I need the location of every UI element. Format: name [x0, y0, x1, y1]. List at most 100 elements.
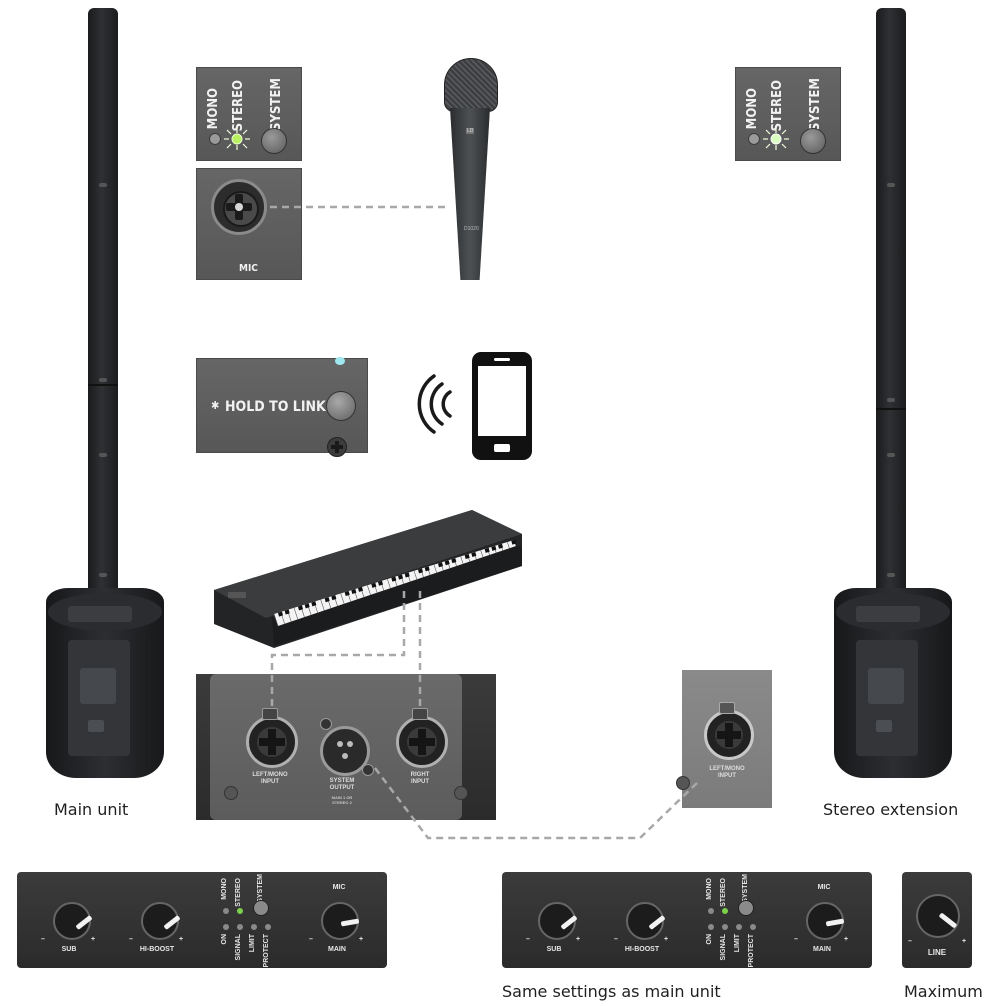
system-button[interactable]: [253, 900, 269, 916]
combo-jack[interactable]: [211, 179, 267, 235]
black-key: [424, 566, 430, 572]
white-key-divider: [293, 607, 299, 620]
main-label: MAIN: [328, 946, 346, 953]
mic-label: MIC: [239, 263, 258, 274]
line-knob-panel: LINE – +: [902, 872, 972, 968]
on-label: ON: [706, 934, 713, 945]
microphone: LD D1020: [440, 58, 500, 282]
mono-led: [223, 908, 229, 914]
black-key: [418, 568, 423, 574]
black-key: [351, 588, 357, 594]
maximum-caption: Maximum: [904, 982, 983, 1001]
screw-icon: [362, 764, 374, 776]
on-label: ON: [221, 934, 228, 945]
protect-led: [750, 924, 756, 930]
main-unit-speaker: [40, 8, 170, 788]
sub-knob[interactable]: [53, 902, 93, 940]
main-minus: –: [794, 936, 798, 943]
limit-led: [251, 924, 257, 930]
right-input-label-2: INPUT: [411, 779, 429, 785]
white-key-divider: [480, 550, 484, 558]
black-key: [398, 574, 403, 580]
hi-boost-knob[interactable]: [141, 902, 181, 940]
white-key-divider: [387, 578, 391, 589]
white-key-divider: [320, 599, 325, 611]
mono-led: [209, 133, 221, 145]
line-knob[interactable]: [916, 894, 960, 938]
hold-to-link-label: HOLD TO LINK: [225, 399, 326, 415]
signal-label: SIGNAL: [720, 934, 727, 961]
mono-led: [748, 133, 760, 145]
white-key-divider: [433, 564, 437, 573]
stereo-extension-caption: Stereo extension: [823, 800, 959, 819]
screw-icon: [320, 718, 332, 730]
system-output-label-1: SYSTEM: [329, 778, 355, 784]
hi-boost-knob[interactable]: [626, 902, 666, 940]
white-key-divider: [273, 613, 279, 627]
black-key: [344, 591, 350, 597]
extension-input-label-1: LEFT/MONO: [709, 766, 745, 772]
sub-knob[interactable]: [538, 902, 578, 940]
screw-icon: [224, 786, 238, 800]
system-button[interactable]: [261, 128, 287, 154]
stereo-led: [763, 128, 789, 150]
main-knob[interactable]: [806, 902, 845, 940]
left-mono-input-jack[interactable]: [246, 716, 298, 768]
signal-label: SIGNAL: [235, 934, 242, 961]
hi-boost-plus: +: [179, 936, 184, 943]
limit-label: LIMIT: [734, 934, 741, 953]
black-key: [471, 551, 477, 557]
stereo-label: STEREO: [720, 878, 727, 907]
system-output-jack[interactable]: [320, 726, 370, 776]
system-label: SYSTEM: [742, 874, 749, 903]
system-label: SYSTEM: [257, 874, 264, 903]
main-minus: –: [309, 936, 313, 943]
stereo-extension-speaker: [828, 8, 958, 788]
mic-model: D1020: [464, 226, 479, 232]
main-knob[interactable]: [321, 902, 360, 940]
main-label: MAIN: [813, 946, 831, 953]
sub-label: SUB: [61, 946, 77, 953]
stereo-led: [237, 908, 243, 914]
bluetooth-icon: ✱: [211, 399, 220, 412]
extension-input-label-2: INPUT: [718, 773, 736, 779]
signal-led: [237, 924, 243, 930]
bluetooth-panel: ✱ HOLD TO LINK: [196, 357, 368, 457]
right-input-label-1: RIGHT: [410, 772, 430, 778]
black-key: [438, 562, 443, 568]
hi-boost-label: HI-BOOST: [139, 946, 175, 953]
hi-boost-minus: –: [129, 936, 133, 943]
black-key: [371, 582, 377, 588]
sub-label: SUB: [546, 946, 562, 953]
black-key: [304, 603, 310, 609]
wireless-signal-icon: [417, 374, 452, 434]
system-button[interactable]: [800, 128, 826, 154]
black-key: [491, 545, 497, 551]
black-key: [278, 611, 283, 617]
main-plus: +: [359, 936, 364, 943]
black-key: [298, 605, 303, 611]
sub-minus: –: [41, 936, 45, 943]
right-input-jack[interactable]: [396, 716, 448, 768]
protect-label: PROTECT: [748, 934, 755, 968]
main-unit-caption: Main unit: [54, 800, 129, 819]
control-strip-main: SUB – + HI-BOOST – + MONO STEREO SYSTEM …: [17, 872, 387, 968]
mode-panel-extension: MONO STEREO SYSTEM: [735, 67, 841, 161]
main-plus: +: [844, 936, 849, 943]
black-key: [378, 580, 383, 586]
keyboard: [210, 508, 526, 652]
mono-led: [708, 908, 714, 914]
link-button[interactable]: [326, 391, 356, 421]
system-output-note-1: MAIN 1 OR: [331, 795, 353, 800]
rear-io-panel: LEFT/MONO INPUT SYSTEM OUTPUT MAIN 1 OR …: [196, 674, 496, 820]
sub-minus: –: [526, 936, 530, 943]
system-button[interactable]: [738, 900, 754, 916]
mode-panel-main: MONO STEREO SYSTEM: [196, 67, 302, 161]
white-key-divider: [340, 593, 345, 604]
smartphone-icon: [472, 352, 532, 460]
on-led: [223, 924, 229, 930]
black-key: [324, 597, 330, 603]
black-key: [284, 609, 290, 615]
